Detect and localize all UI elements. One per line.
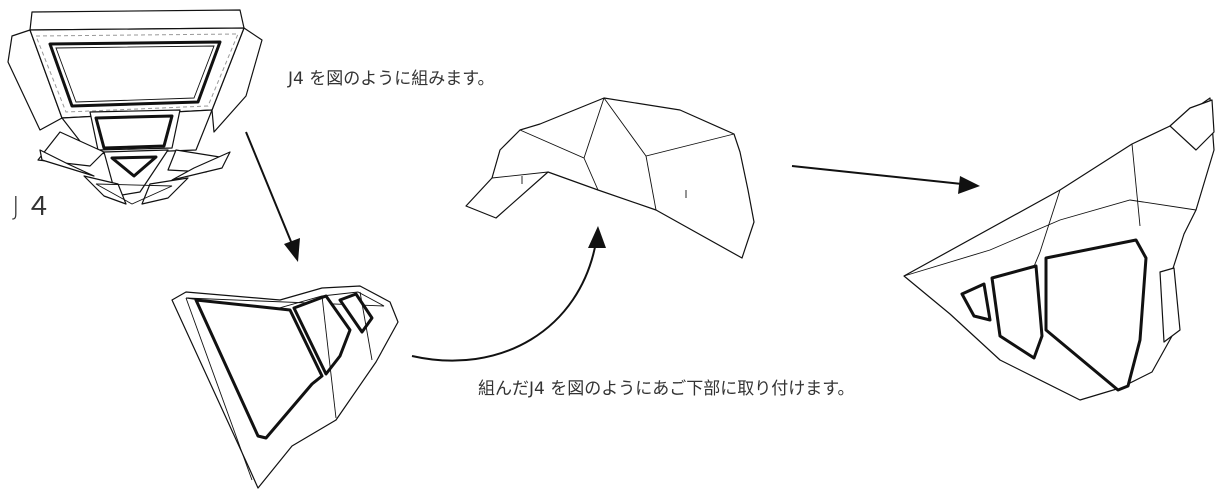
part-label-j4: J４: [12, 192, 58, 222]
final-jaw-assembly: [903, 97, 1215, 401]
arrow-right-2: [791, 165, 980, 194]
j4-folded-piece: [171, 285, 399, 489]
j4-flat-pattern: [7, 9, 263, 205]
step-1-instruction: J4 を図のように組みます。: [288, 69, 495, 89]
step-2-instruction: 組んだJ4 を図のようにあご下部に取り付けます。: [478, 379, 855, 399]
arrow-down-1: [245, 131, 300, 262]
j4-assembly-step: [465, 97, 755, 259]
curved-arrow: [411, 226, 606, 362]
